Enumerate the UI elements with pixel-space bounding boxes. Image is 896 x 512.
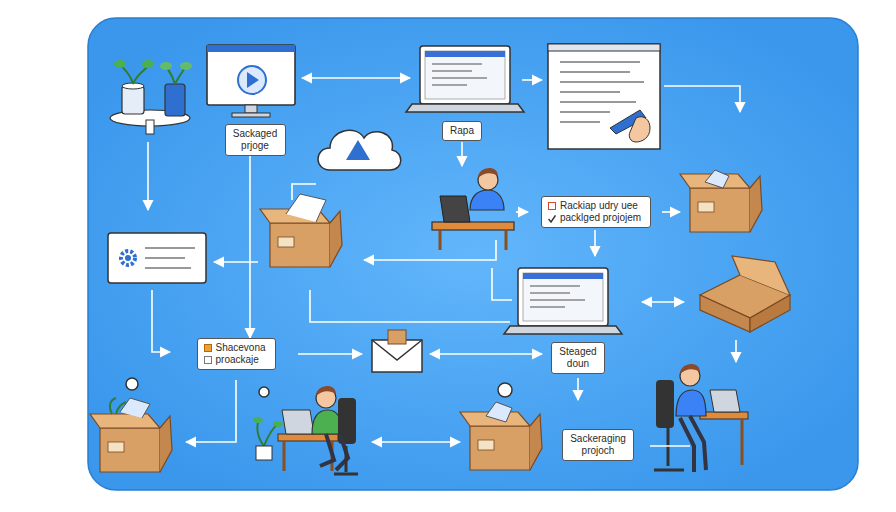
checklist-box: Rackiap udry ueepacklged projojem <box>541 196 651 228</box>
laptop-center <box>504 268 622 334</box>
label-box: Steaged doun <box>551 342 605 374</box>
node-text: Rackiap udry uee <box>560 200 638 212</box>
text-row: Sackaged prjoge <box>232 128 279 152</box>
box-bottom-left <box>90 414 172 472</box>
text-row: packlged projojem <box>548 212 644 224</box>
node-text: Steaged doun <box>559 346 596 370</box>
envelope <box>372 330 422 372</box>
flow-arrows <box>148 78 740 446</box>
text-row: proackaje <box>204 354 269 366</box>
node-text: packlged projojem <box>560 212 641 224</box>
text-row: Shacevona <box>204 342 269 354</box>
node-text: proackaje <box>216 354 259 366</box>
open-box-flat <box>700 256 790 332</box>
person-laptop <box>432 168 514 250</box>
checkbox-icon <box>548 202 556 210</box>
node-text: Shacevona <box>216 342 266 354</box>
connector <box>249 156 251 338</box>
text-row: Rapa <box>449 125 475 137</box>
label-box: Sackeraging projoch <box>562 429 634 461</box>
settings-panel <box>108 233 206 283</box>
person-desk-right <box>654 364 748 472</box>
node-text: Rapa <box>450 125 474 137</box>
video-monitor <box>207 45 295 117</box>
label-box: Sackaged prjoge <box>225 124 286 156</box>
text-row: Sackeraging projoch <box>569 433 627 457</box>
document-pen <box>548 44 660 149</box>
checkbox-icon <box>548 214 556 222</box>
node-text: Sackaged prjoge <box>233 128 277 152</box>
laptop <box>406 46 524 112</box>
person-desk-left <box>253 386 358 474</box>
cloud-upload <box>318 130 401 170</box>
text-row: Rackiap udry uee <box>548 200 644 212</box>
node-text: Sackeraging projoch <box>570 433 626 457</box>
checkbox-icon <box>204 344 212 352</box>
background-panel <box>88 18 858 490</box>
label-box: Rapa <box>442 121 482 141</box>
checklist-box: Shacevonaproackaje <box>197 338 276 370</box>
plant-table <box>110 60 192 134</box>
text-row: Steaged doun <box>558 346 598 370</box>
checkbox-icon <box>204 356 212 364</box>
